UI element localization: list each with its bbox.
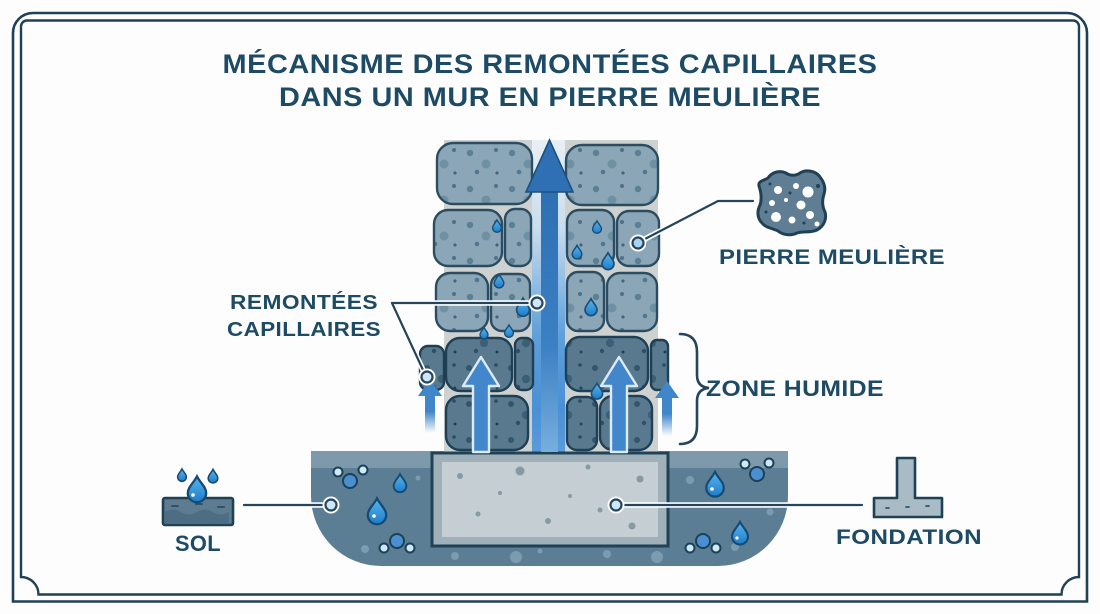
damp-zone-brace	[678, 332, 710, 446]
callout-dots	[322, 234, 647, 514]
up-arrow-icon	[461, 355, 501, 454]
water-drop-icon	[207, 468, 219, 484]
water-molecule-icon	[739, 457, 775, 482]
up-arrow-icon	[599, 355, 639, 454]
stone	[435, 141, 534, 206]
callout-dot	[629, 234, 647, 252]
water-molecule-icon	[684, 533, 722, 554]
foundation-speckles	[457, 464, 644, 530]
callout-dot	[322, 496, 340, 514]
water-molecule-icon	[378, 533, 416, 554]
foundation-tee-icon	[872, 456, 944, 519]
callout-line-millstone	[641, 199, 755, 242]
stone	[565, 270, 606, 333]
decorative-frame	[11, 11, 1089, 603]
label-foundation: FONDATION	[836, 526, 982, 549]
water-drop-icon	[176, 468, 188, 483]
stone	[513, 336, 535, 392]
label-capillary-line2: CAPILLAIRES	[227, 318, 381, 341]
stone	[564, 143, 660, 207]
arrow-head	[524, 138, 575, 193]
inner-capillary-arrows	[461, 355, 639, 454]
label-damp-zone: ZONE HUMIDE	[706, 376, 884, 401]
callout-dot	[607, 496, 625, 514]
ground-dots	[327, 475, 774, 563]
callout-dot	[528, 294, 546, 312]
callout-line-capillary-2	[390, 301, 425, 372]
frame-inner-line	[19, 19, 1081, 596]
stone	[649, 338, 670, 392]
outer-capillary-arrows	[418, 379, 679, 436]
callouts	[241, 198, 865, 514]
title-line-1: MÉCANISME DES REMONTÉES CAPILLAIRES	[223, 48, 878, 79]
water-molecules	[332, 457, 775, 554]
up-arrow-icon	[655, 381, 679, 436]
label-soil: SOL	[175, 531, 221, 556]
foundation-block	[430, 451, 670, 548]
label-millstone: PIERRE MEULIÈRE	[719, 246, 945, 269]
stone	[565, 395, 599, 452]
arrow-shaft	[541, 188, 558, 452]
label-capillary-line1: REMONTÉES	[230, 291, 378, 314]
ground-droplets	[366, 470, 750, 546]
stone	[503, 207, 533, 268]
up-arrow-icon	[418, 379, 442, 433]
stone	[605, 271, 659, 333]
main-capillary-arrow	[524, 138, 575, 452]
water-molecule-icon	[332, 464, 369, 489]
stone	[432, 208, 504, 268]
soil-with-drops-icon	[161, 468, 235, 527]
title-line-2: DANS UN MUR EN PIERRE MEULIÈRE	[279, 81, 821, 112]
water-drop-icon	[186, 475, 208, 504]
millstone-block-icon	[756, 169, 828, 237]
frame-outer-line	[11, 11, 1089, 603]
callout-dot	[418, 368, 436, 386]
